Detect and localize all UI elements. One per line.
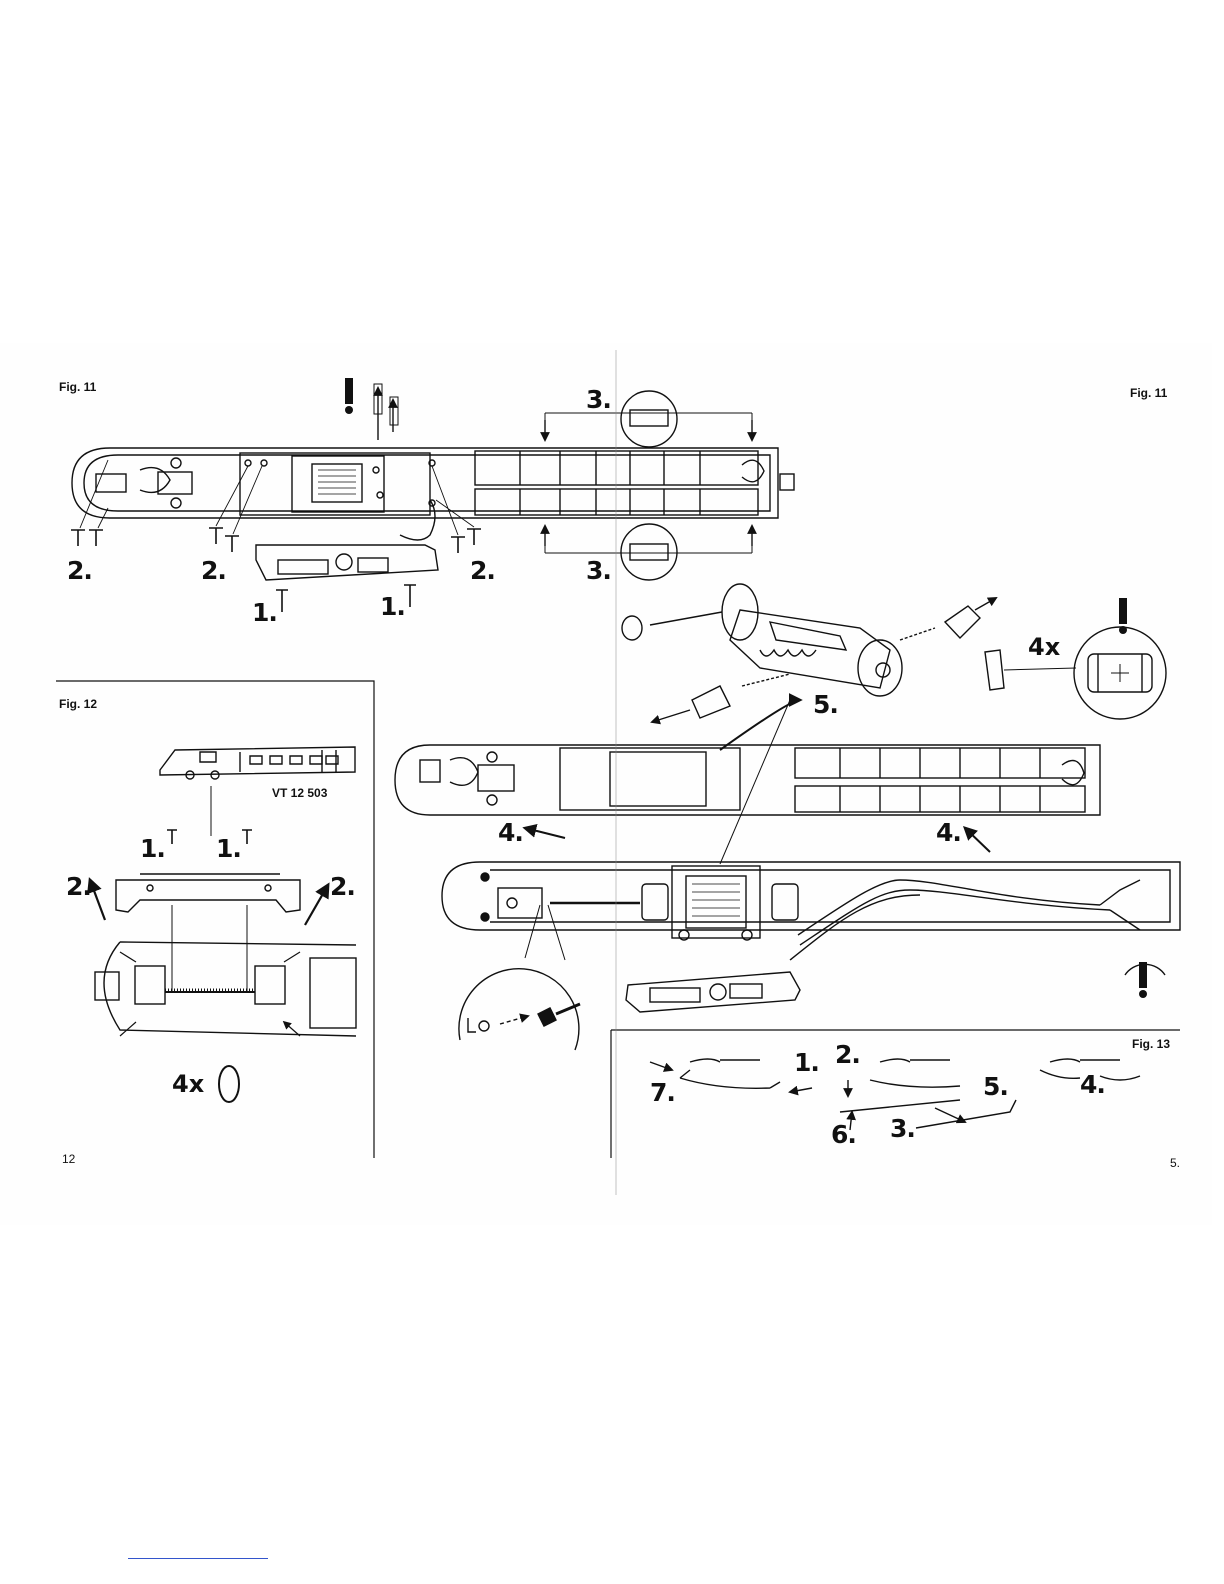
step-5: 5. [813,690,838,719]
step-1-b: 1. [380,592,405,621]
step-3-bottom: 3. [586,556,611,585]
step-3-top: 3. [586,385,611,414]
quantity-four-x-bottom: 4x [172,1070,204,1098]
step-2-a: 2. [67,556,92,585]
fig-label-11-left: Fig. 11 [59,380,96,394]
step-2-b: 2. [201,556,226,585]
fig12-step-2-b: 2. [330,872,355,901]
step-4-left: 4. [498,818,523,847]
page-number-right: 5. [1170,1156,1180,1170]
chassis-bottom-drawing [395,745,1100,815]
quantity-four-x-top: 4x [1028,633,1060,661]
underline-link-mark [128,1558,268,1559]
fig12-step-2-a: 2. [66,872,91,901]
fig12-step-1-a: 1. [140,834,165,863]
fig13-step-4: 4. [1080,1070,1105,1099]
step-2-c: 2. [470,556,495,585]
fig13-step-5: 5. [983,1072,1008,1101]
model-caption: VT 12 503 [272,786,327,800]
fig-label-13: Fig. 13 [1132,1037,1170,1051]
fig12-step-1-b: 1. [216,834,241,863]
page-number-left: 12 [62,1152,75,1166]
fig-label-11-right: Fig. 11 [1130,386,1167,400]
chassis-top-drawing [71,384,794,612]
fig12-drawing [56,681,374,1158]
step-4-right: 4. [936,818,961,847]
chassis-wiring-drawing [442,700,1180,1050]
fig13-step-1: 1. [794,1048,819,1077]
motor-detail-drawing [622,584,1166,750]
step-1-a: 1. [252,598,277,627]
fig13-step-3: 3. [890,1114,915,1143]
fig-label-12: Fig. 12 [59,697,97,711]
fig13-step-2: 2. [835,1040,860,1069]
fig13-step-7: 7. [650,1078,675,1107]
fig13-step-6: 6. [831,1120,856,1149]
